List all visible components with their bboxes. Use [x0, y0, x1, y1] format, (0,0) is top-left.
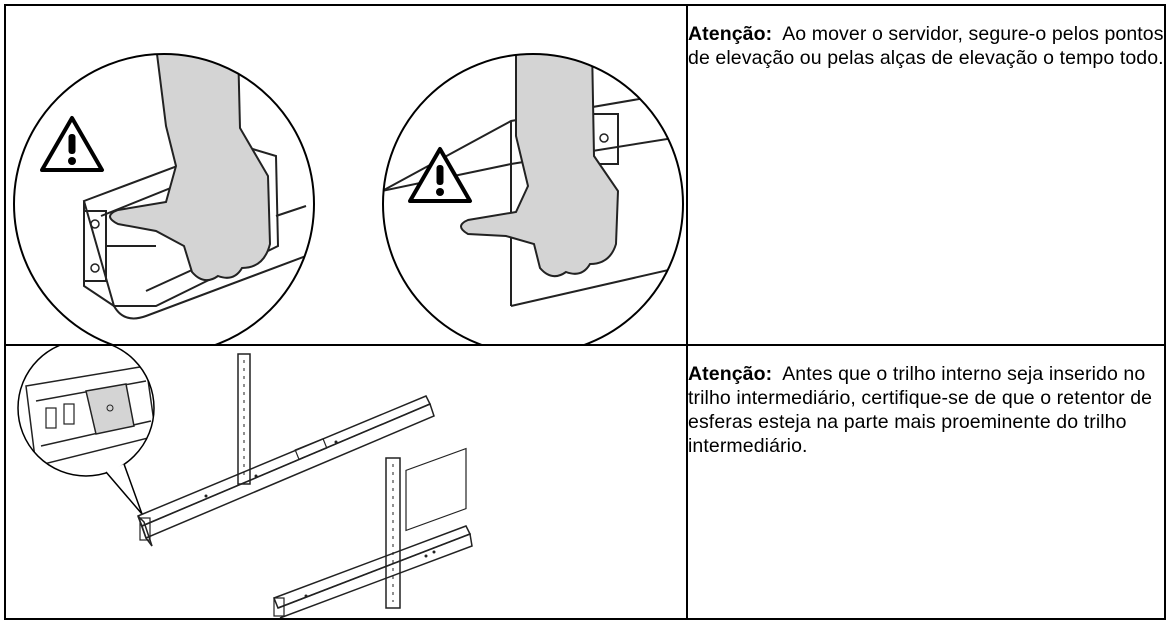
- warning-triangle-icon: [40, 116, 104, 172]
- attention-text: Antes que o trilho interno seja inserido…: [688, 363, 1153, 457]
- attention-note: Atenção: Ao mover o servidor, segure-o p…: [688, 22, 1164, 70]
- rails-note-cell: Atenção: Antes que o trilho interno seja…: [686, 344, 1166, 620]
- lift-handle-detail: [14, 54, 314, 344]
- warning-triangle-icon: [408, 147, 472, 203]
- instruction-row-lifting: Atenção: Ao mover o servidor, segure-o p…: [4, 4, 1166, 346]
- lifting-illustration: [13, 53, 684, 344]
- inner-rail: [137, 353, 435, 547]
- attention-label: Atenção:: [688, 23, 773, 45]
- lifting-illustration-cell: [4, 4, 688, 346]
- middle-rail: [273, 447, 473, 618]
- rails-illustration: [17, 346, 473, 618]
- instruction-table: Atenção: Ao mover o servidor, segure-o p…: [4, 4, 1166, 620]
- rails-illustration-cell: [4, 344, 688, 620]
- attention-text: Ao mover o servidor, segure-o pelos pont…: [688, 23, 1164, 69]
- rail-detail-magnifier: [17, 346, 155, 515]
- attention-label: Atenção:: [688, 363, 773, 385]
- instruction-row-rails: Atenção: Antes que o trilho interno seja…: [4, 344, 1166, 620]
- lifting-note-cell: Atenção: Ao mover o servidor, segure-o p…: [686, 4, 1166, 346]
- attention-note: Atenção: Antes que o trilho interno seja…: [688, 362, 1164, 458]
